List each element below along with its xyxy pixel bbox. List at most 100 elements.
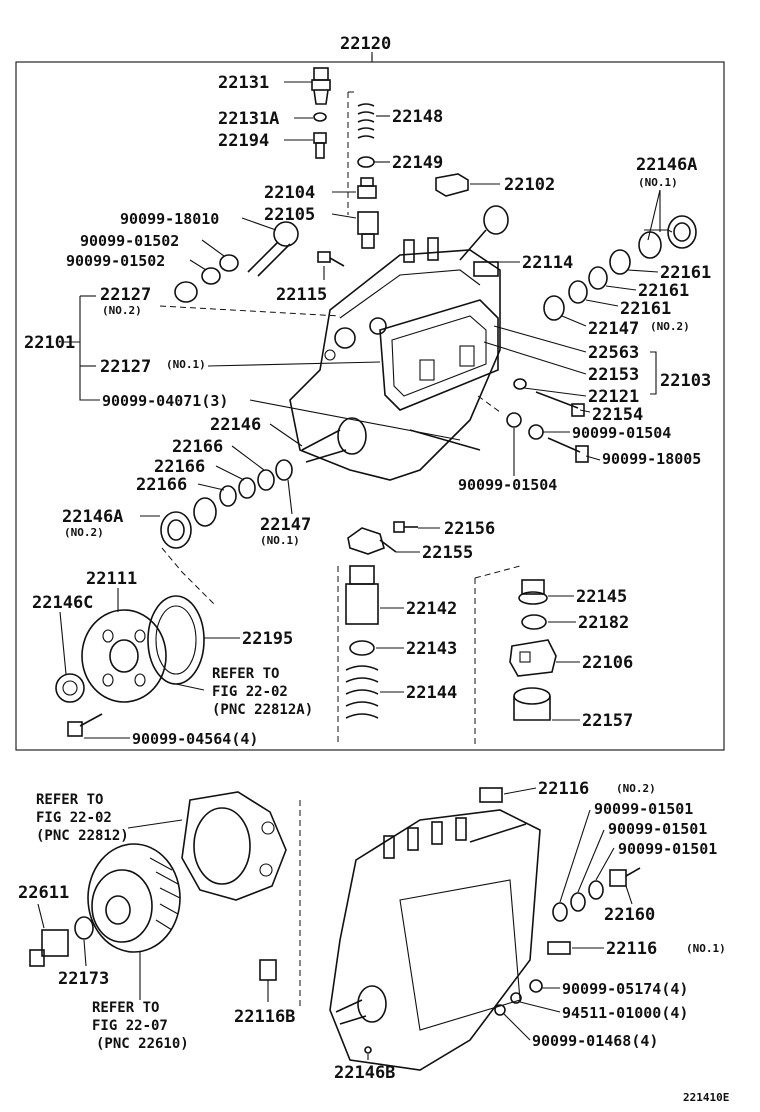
pump-body-upper-drawing xyxy=(289,205,509,481)
label-22146A-top: 22146A xyxy=(636,155,697,175)
valve-seat-22105-drawing xyxy=(357,211,379,249)
shim-a-drawing xyxy=(609,249,631,275)
sleeve-22142-drawing xyxy=(345,565,379,625)
screw-22115-drawing xyxy=(317,251,345,267)
label-22114: 22114 xyxy=(522,253,573,273)
label-22146B: 22146B xyxy=(334,1063,395,1083)
bearing-top-drawing xyxy=(638,215,697,259)
shim-22166b-drawing xyxy=(238,477,256,499)
washer-22173-drawing xyxy=(74,916,94,940)
label-fig-22-07: FIG 22-07 xyxy=(92,1018,168,1034)
label-22156: 22156 xyxy=(444,519,495,539)
washer-22147-right-drawing xyxy=(543,295,565,321)
plug-drawing xyxy=(313,132,327,159)
label-22161-b: 22161 xyxy=(638,281,689,301)
washer-01501c-drawing xyxy=(588,880,604,900)
label-22161-a: 22161 xyxy=(660,263,711,283)
flange-22111-drawing xyxy=(81,609,167,703)
gasket-a-drawing xyxy=(219,254,239,272)
label-no2-a: (NO.2) xyxy=(102,304,142,317)
label-22106: 22106 xyxy=(582,653,633,673)
figure-code: 221410E xyxy=(683,1091,729,1104)
seal-22146C-drawing xyxy=(55,673,85,703)
label-22154: 22154 xyxy=(592,405,643,425)
label-90099-01501-c: 90099-01501 xyxy=(618,840,717,858)
label-22127-no1: 22127 xyxy=(100,357,151,377)
fitting-22116-top-drawing xyxy=(479,787,503,803)
label-22195: 22195 xyxy=(242,629,293,649)
plunger-22145-drawing xyxy=(518,579,548,605)
label-22131: 22131 xyxy=(218,73,269,93)
key-22146B-drawing xyxy=(364,1046,372,1054)
label-22145: 22145 xyxy=(576,587,627,607)
shim-22166a-drawing xyxy=(257,469,275,491)
bolt-18010-drawing xyxy=(247,221,299,277)
fitting-22116-mid-drawing xyxy=(547,941,571,955)
label-no1-b: (NO.1) xyxy=(166,358,206,371)
delivery-valve-holder-drawing xyxy=(311,67,331,105)
label-22563: 22563 xyxy=(588,343,639,363)
label-22111: 22111 xyxy=(86,569,137,589)
shim-b-drawing xyxy=(588,266,608,290)
label-no1-lower: (NO.1) xyxy=(686,942,726,955)
gasket-b-drawing xyxy=(201,267,221,285)
label-22104: 22104 xyxy=(264,183,315,203)
spring-22144-drawing xyxy=(345,665,379,719)
label-22143: 22143 xyxy=(406,639,457,659)
label-22148: 22148 xyxy=(392,107,443,127)
drive-cover-drawing xyxy=(181,791,287,901)
label-22182: 22182 xyxy=(578,613,629,633)
label-22160: 22160 xyxy=(604,905,655,925)
washer-22147-left-drawing xyxy=(275,459,293,481)
washer-01468-drawing xyxy=(494,1004,506,1016)
label-no1-top: (NO.1) xyxy=(638,176,678,189)
label-22149: 22149 xyxy=(392,153,443,173)
shim-c-drawing xyxy=(568,280,588,304)
washer-22149-drawing xyxy=(357,156,375,168)
label-90099-01501-b: 90099-01501 xyxy=(608,820,707,838)
label-90099-04071: 90099-04071(3) xyxy=(102,392,228,410)
label-22146: 22146 xyxy=(210,415,261,435)
label-90099-18005: 90099-18005 xyxy=(602,450,701,468)
label-no2-left: (NO.2) xyxy=(64,526,104,539)
label-22147-no2: 22147 xyxy=(588,319,639,339)
cap-22102-drawing xyxy=(435,173,469,197)
washer-01504a-drawing xyxy=(506,412,522,428)
washer-22182-drawing xyxy=(521,614,547,630)
label-90099-01502-a: 90099-01502 xyxy=(80,232,179,250)
washer-01504b-drawing xyxy=(528,424,544,440)
label-22102: 22102 xyxy=(504,175,555,195)
o-ring-drawing xyxy=(313,112,327,122)
label-22144: 22144 xyxy=(406,683,457,703)
label-22155: 22155 xyxy=(422,543,473,563)
head-22106-drawing xyxy=(509,639,557,677)
label-22142: 22142 xyxy=(406,599,457,619)
cap-22157-drawing xyxy=(513,687,551,721)
fitting-22127-drawing xyxy=(174,281,198,303)
label-22121: 22121 xyxy=(588,387,639,407)
gasket-22195-drawing xyxy=(147,595,205,685)
label-22105: 22105 xyxy=(264,205,315,225)
spring-drawing xyxy=(357,103,375,139)
bearing-left-drawing xyxy=(160,497,217,549)
label-22127-no2: 22127 xyxy=(100,285,151,305)
label-22131A: 22131A xyxy=(218,109,279,129)
plug-22116B-drawing xyxy=(259,959,277,981)
label-22166-b: 22166 xyxy=(154,457,205,477)
fitting-22114-drawing xyxy=(473,261,499,277)
washer-22143-drawing xyxy=(349,640,375,656)
label-22116-no2: 22116 xyxy=(538,779,589,799)
label-22157: 22157 xyxy=(582,711,633,731)
label-22161-c: 22161 xyxy=(620,299,671,319)
label-pnc-22812: (PNC 22812) xyxy=(36,828,129,844)
label-90099-18010: 90099-18010 xyxy=(120,210,219,228)
label-22146A-left: 22146A xyxy=(62,507,123,527)
label-90099-01502-b: 90099-01502 xyxy=(66,252,165,270)
leader-lines xyxy=(37,52,673,1060)
label-22194: 22194 xyxy=(218,131,269,151)
bolt-22160-drawing xyxy=(609,867,641,887)
gear-wheel-drawing xyxy=(87,843,181,953)
bolt-18005-drawing xyxy=(547,437,581,453)
